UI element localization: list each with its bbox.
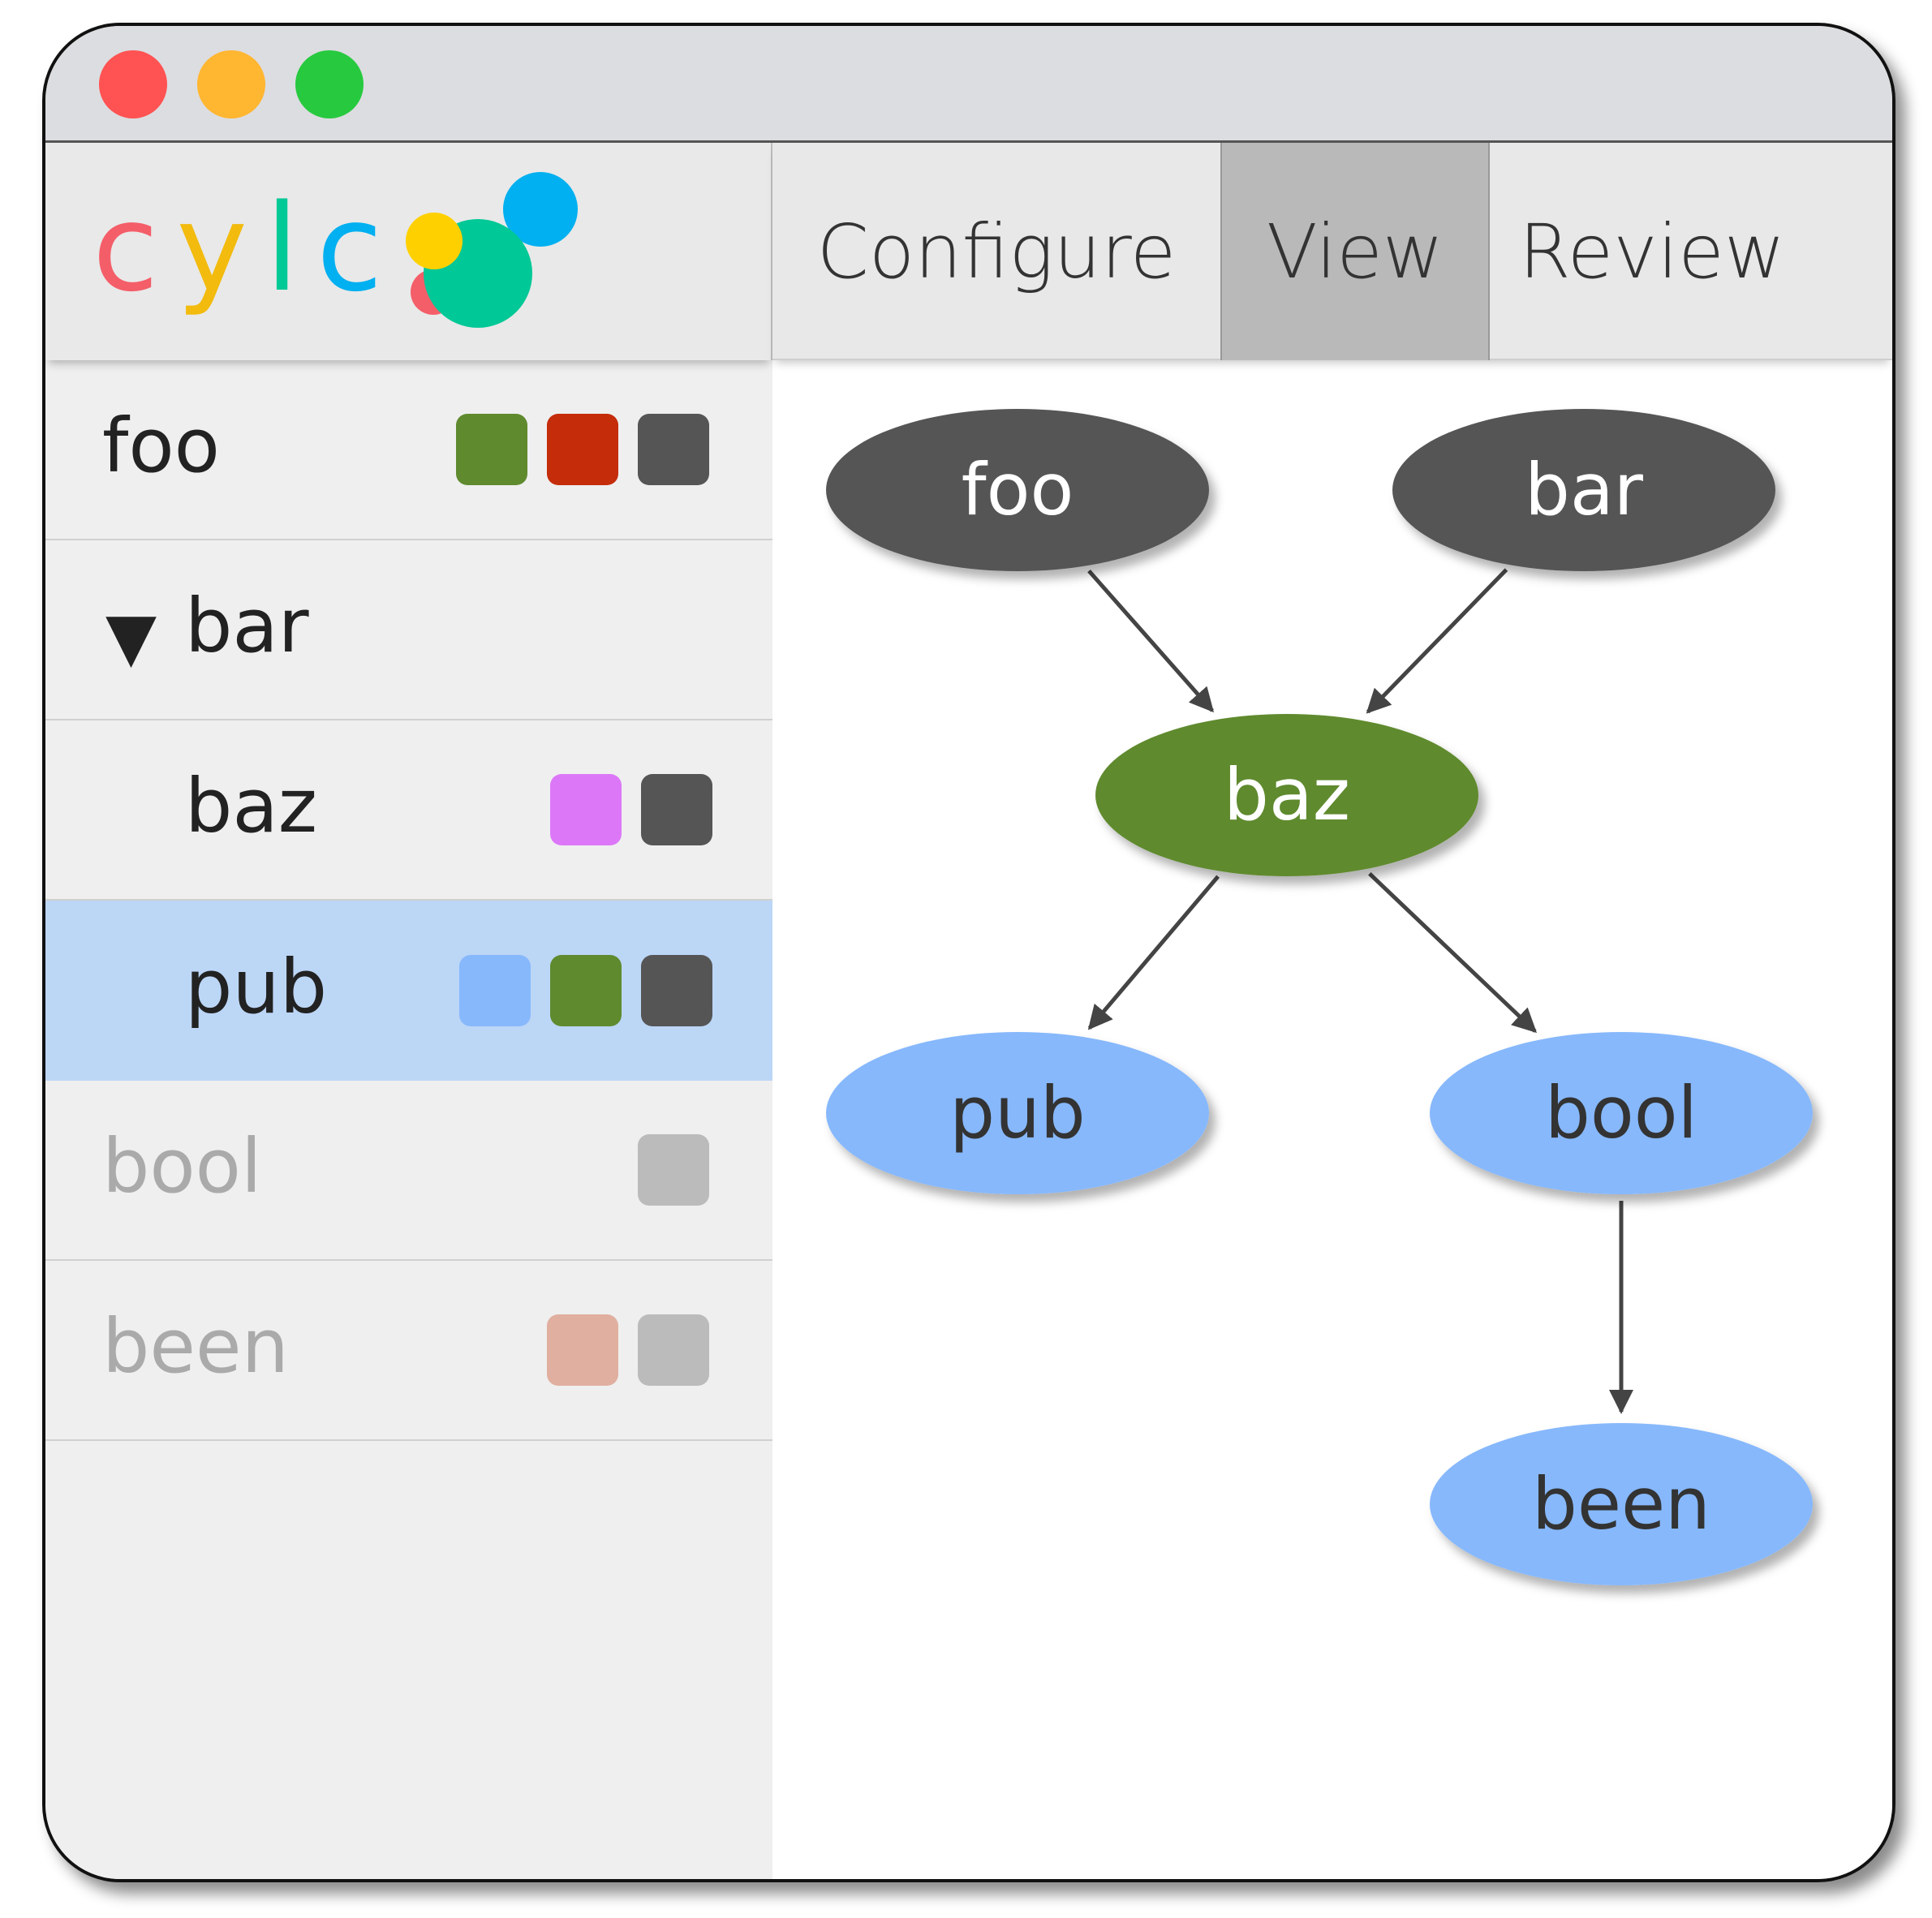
graph-node-label: foo xyxy=(962,448,1074,531)
status-badge xyxy=(547,414,618,485)
status-badges xyxy=(456,414,709,485)
graph-node-bool[interactable]: bool xyxy=(1430,1032,1813,1194)
graph-view: foo bar baz pub bool been xyxy=(772,360,1892,1879)
edge-foo-baz xyxy=(1087,570,1215,713)
sidebar-item-been[interactable]: been xyxy=(45,1261,772,1441)
logo-letter-c1: c xyxy=(93,178,177,318)
app-window: cylc foo ▼ bar baz pub bool been Configure Vie… xyxy=(42,23,1895,1882)
status-badge xyxy=(641,774,712,845)
sidebar-item-baz[interactable]: baz xyxy=(45,720,772,901)
graph-node-shape xyxy=(1430,1032,1813,1194)
title-bar xyxy=(45,26,1892,143)
logo-area: cylc xyxy=(45,143,772,360)
edge-baz-pub xyxy=(1087,875,1220,1030)
dependency-graph: foo bar baz pub bool been xyxy=(826,409,1813,1585)
tab-review[interactable]: Review xyxy=(1518,208,1786,295)
graph-node-label: been xyxy=(1532,1462,1710,1546)
status-badge xyxy=(550,955,622,1026)
tab-bar: Configure View Review xyxy=(772,143,1892,360)
graph-node-shape xyxy=(1392,409,1775,571)
sidebar-item-bool[interactable]: bool xyxy=(45,1081,772,1261)
status-badge xyxy=(641,955,712,1026)
status-badges xyxy=(459,955,712,1026)
graph-node-shape xyxy=(1430,1423,1813,1585)
logo-letter-l: l xyxy=(265,178,317,318)
graph-node-label: baz xyxy=(1224,753,1350,836)
status-badge xyxy=(456,414,527,485)
sidebar-item-label: bar xyxy=(185,583,309,670)
expand-caret-icon[interactable]: ▼ xyxy=(105,599,157,676)
logo-letter-y: y xyxy=(176,178,265,318)
maximize-window-button[interactable] xyxy=(295,50,364,118)
status-badges xyxy=(550,774,712,845)
status-badge xyxy=(550,774,622,845)
sidebar-item-label: foo xyxy=(102,402,220,490)
sidebar-item-label: been xyxy=(102,1303,289,1391)
status-badge xyxy=(638,1134,709,1206)
graph-node-shape xyxy=(826,1032,1209,1194)
close-window-button[interactable] xyxy=(99,50,167,118)
sidebar-item-pub[interactable]: pub xyxy=(45,901,772,1081)
graph-node-baz[interactable]: baz xyxy=(1095,714,1478,876)
sidebar: cylc foo ▼ bar baz pub bool been xyxy=(45,143,772,1879)
graph-node-shape xyxy=(826,409,1209,571)
sidebar-item-label: pub xyxy=(185,944,328,1031)
sidebar-item-bar[interactable]: ▼ bar xyxy=(45,540,772,720)
cylc-logo-text: cylc xyxy=(93,188,400,308)
status-badge xyxy=(638,414,709,485)
status-badge xyxy=(547,1314,618,1386)
status-badge xyxy=(459,955,531,1026)
sidebar-item-label: baz xyxy=(185,763,318,850)
sidebar-item-foo[interactable]: foo xyxy=(45,360,772,540)
graph-node-shape xyxy=(1095,714,1478,876)
graph-node-foo[interactable]: foo xyxy=(826,409,1209,571)
graph-node-label: pub xyxy=(949,1071,1086,1155)
tab-configure[interactable]: Configure xyxy=(816,208,1177,295)
tab-view[interactable]: View xyxy=(1220,143,1490,360)
cylc-logo-dots-icon xyxy=(402,164,589,334)
edge-bar-baz xyxy=(1366,568,1508,714)
graph-node-been[interactable]: been xyxy=(1430,1423,1813,1585)
status-badge xyxy=(638,1314,709,1386)
graph-node-bar[interactable]: bar xyxy=(1392,409,1775,571)
graph-node-label: bar xyxy=(1525,448,1644,531)
minimize-window-button[interactable] xyxy=(197,50,265,118)
logo-letter-c2: c xyxy=(316,178,401,318)
graph-node-pub[interactable]: pub xyxy=(826,1032,1209,1194)
graph-node-label: bool xyxy=(1545,1071,1697,1155)
status-badges xyxy=(547,1314,709,1386)
sidebar-item-label: bool xyxy=(102,1123,262,1211)
status-badges xyxy=(638,1134,709,1206)
task-tree: foo ▼ bar baz pub bool been xyxy=(45,360,772,1441)
edge-baz-bool xyxy=(1368,872,1538,1034)
